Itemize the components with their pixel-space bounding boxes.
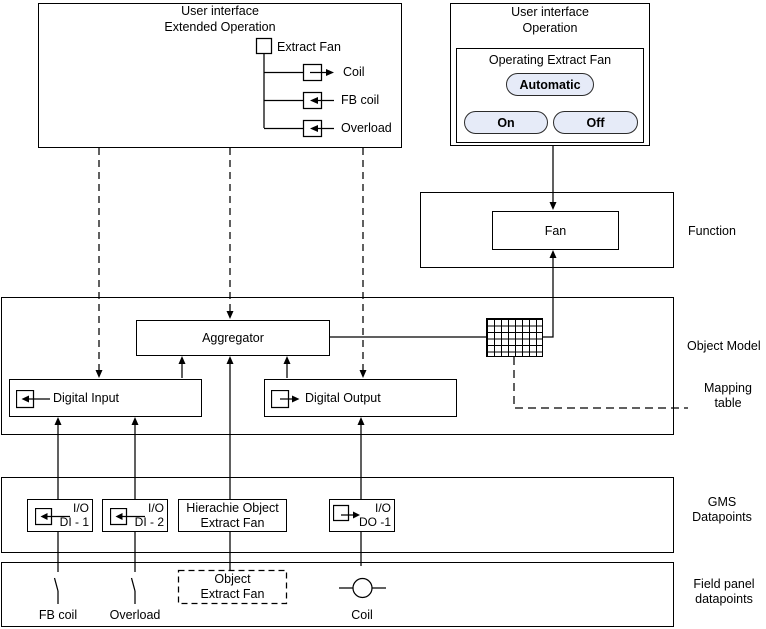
di2-icon <box>110 508 145 526</box>
tree-child-overload-label: Overload <box>341 121 392 135</box>
mapping-grid-icon <box>486 318 543 357</box>
operation-title-line2: Operation <box>522 21 578 35</box>
object-model-section-box <box>1 297 674 435</box>
gms-di1-box: I/O DI - 1 <box>27 499 93 532</box>
gms-do1-box: I/O DO -1 <box>329 499 395 532</box>
di2-line1: I/O <box>147 501 164 515</box>
do1-line2: DO -1 <box>358 515 391 529</box>
contact-symbol-overload-icon <box>130 577 136 592</box>
automatic-button[interactable]: Automatic <box>506 73 594 96</box>
mapping-table-label: Mapping table <box>704 381 752 410</box>
overload-label: Overload <box>109 608 161 622</box>
digital-input-icon <box>16 390 50 409</box>
on-button[interactable]: On <box>464 111 548 134</box>
di1-line1: I/O <box>72 501 89 515</box>
fb-coil-label: FB coil <box>38 608 78 622</box>
gms-section-label: GMS Datapoints <box>692 495 752 524</box>
di2-line2: DI - 2 <box>134 515 164 529</box>
tree-child-fbcoil-label: FB coil <box>341 93 380 107</box>
object-extract-fan-dashed-box <box>177 569 288 605</box>
coil-label: Coil <box>351 608 373 622</box>
tree-child-coil-label: Coil <box>343 65 365 79</box>
function-section-box <box>420 192 674 268</box>
do1-line1: I/O <box>374 501 391 515</box>
field-panel-section-box <box>1 562 674 627</box>
digital-output-label: Digital Output <box>305 391 381 405</box>
do1-icon <box>333 504 360 522</box>
aggregator-box: Aggregator <box>136 320 330 356</box>
digital-output-box: Digital Output <box>264 379 457 417</box>
di1-line2: DI - 1 <box>59 515 89 529</box>
connector-grid-to-fan <box>541 258 554 338</box>
fan-box: Fan <box>492 211 619 250</box>
operation-box <box>450 3 650 146</box>
off-button[interactable]: Off <box>553 111 638 134</box>
extended-operation-box <box>38 3 402 148</box>
gms-section-box <box>1 477 674 553</box>
hierachie-label: Hierachie Object Extract Fan <box>186 501 279 530</box>
function-section-label: Function <box>688 224 736 238</box>
operation-title-line1: User interface <box>511 5 589 19</box>
di1-icon <box>35 508 70 526</box>
digital-input-box: Digital Input <box>9 379 202 417</box>
digital-input-label: Digital Input <box>53 391 120 405</box>
contact-symbol-fbcoil-icon <box>53 577 59 592</box>
digital-output-icon <box>271 390 300 409</box>
dashed-connector-mapping-table <box>513 357 688 409</box>
gms-hierachie-box: Hierachie Object Extract Fan <box>178 499 287 532</box>
object-extract-fan-label: Object Extract Fan <box>200 572 265 601</box>
operating-panel-title: Operating Extract Fan <box>488 53 612 67</box>
object-model-section-label: Object Model <box>687 339 761 353</box>
extended-operation-title-line2: Extended Operation <box>164 20 276 34</box>
tree-root-label: Extract Fan <box>277 40 341 54</box>
field-panel-section-label: Field panel datapoints <box>693 577 755 606</box>
gms-di2-box: I/O DI - 2 <box>102 499 168 532</box>
arrowheads <box>54 69 557 425</box>
extended-operation-title-line1: User interface <box>181 4 259 18</box>
